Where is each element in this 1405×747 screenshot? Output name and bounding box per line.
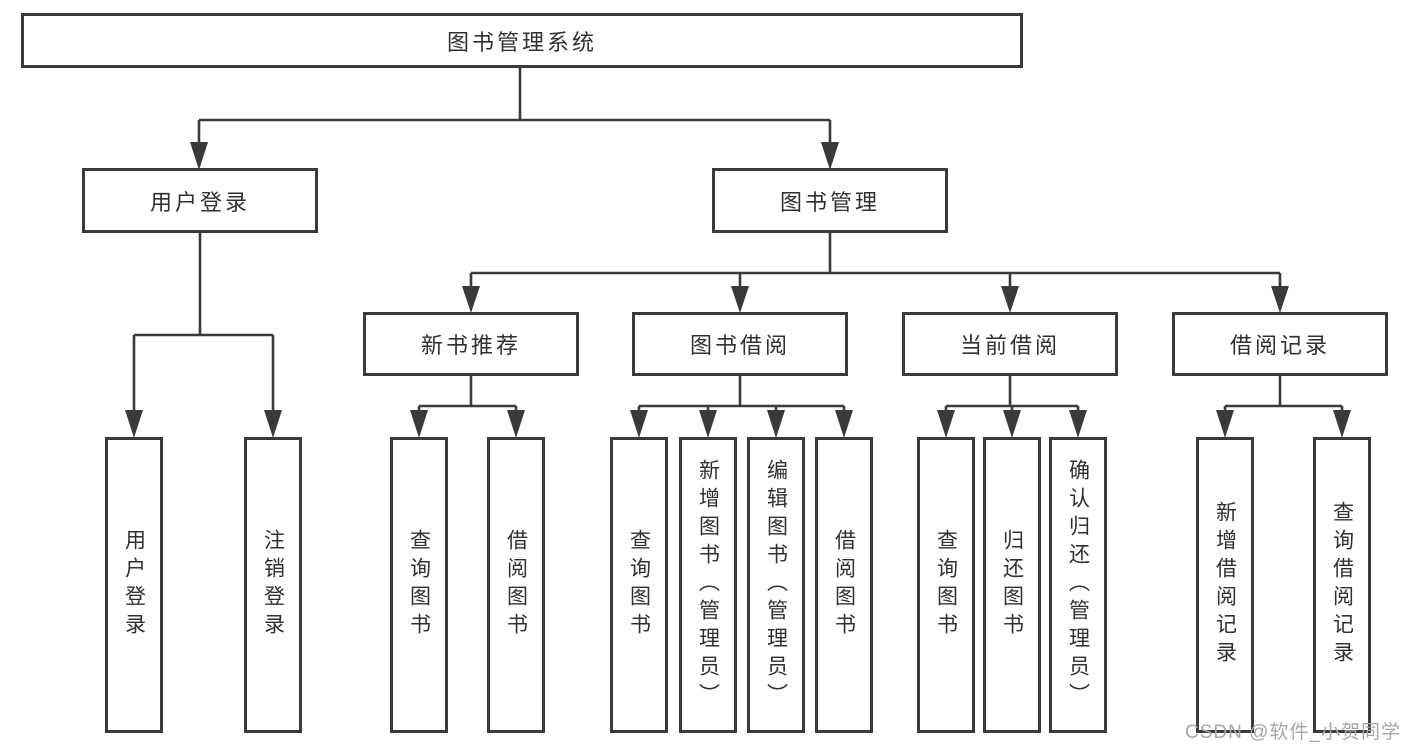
node-user-login: 用户登录 <box>82 168 318 233</box>
csdn-watermark: CSDN @软件_小贺同学 <box>1185 722 1401 743</box>
arrow-down-icon <box>462 286 480 313</box>
leaf-logout: 注销登录 <box>244 437 302 733</box>
leaf-return-books: 归还图书 <box>983 437 1041 733</box>
node-label: 当前借阅 <box>959 333 1060 358</box>
leaf-label: 确认归还（管理员） <box>1066 459 1090 711</box>
leaf-label: 查询图书 <box>934 529 958 641</box>
node-label: 图书借阅 <box>689 333 790 358</box>
leaf-label: 归还图书 <box>1000 529 1024 641</box>
arrow-down-icon <box>937 410 955 438</box>
arrow-down-icon <box>507 410 525 438</box>
node-label: 图书管理系统 <box>446 29 597 55</box>
leaf-label: 新增图书（管理员） <box>696 459 720 711</box>
node-new-book-recommend: 新书推荐 <box>363 312 579 376</box>
arrow-down-icon <box>699 410 717 438</box>
arrow-down-icon <box>1069 410 1087 438</box>
leaf-label: 编辑图书（管理员） <box>764 459 788 711</box>
leaf-edit-books-admin: 编辑图书（管理员） <box>747 437 805 733</box>
arrow-down-icon <box>1271 286 1289 313</box>
leaf-add-books-admin: 新增图书（管理员） <box>679 437 737 733</box>
leaf-query-borrow-record: 查询借阅记录 <box>1313 437 1371 733</box>
arrow-down-icon <box>190 142 208 170</box>
node-label: 借阅记录 <box>1229 333 1330 358</box>
node-book-borrow: 图书借阅 <box>632 312 848 376</box>
leaf-label: 查询借阅记录 <box>1330 501 1354 669</box>
arrow-down-icon <box>1333 410 1351 438</box>
leaf-label: 查询图书 <box>407 529 431 641</box>
node-label: 用户登录 <box>149 189 250 215</box>
node-borrow-records: 借阅记录 <box>1172 312 1388 376</box>
leaf-user-login: 用户登录 <box>105 437 163 733</box>
arrow-down-icon <box>410 410 428 438</box>
leaf-query-books: 查询图书 <box>390 437 448 733</box>
leaf-query-books: 查询图书 <box>610 437 668 733</box>
arrow-down-icon <box>767 410 785 438</box>
arrow-down-icon <box>125 410 143 438</box>
arrow-down-icon <box>1216 410 1234 438</box>
leaf-label: 用户登录 <box>122 529 146 641</box>
node-current-borrow: 当前借阅 <box>902 312 1118 376</box>
leaf-label: 注销登录 <box>261 529 285 641</box>
arrow-down-icon <box>821 142 839 170</box>
node-library-management-system: 图书管理系统 <box>21 13 1023 68</box>
leaf-borrow-books: 借阅图书 <box>815 437 873 733</box>
leaf-query-books: 查询图书 <box>917 437 975 733</box>
node-label: 图书管理 <box>779 189 880 215</box>
arrow-down-icon <box>1001 286 1019 313</box>
leaf-label: 新增借阅记录 <box>1213 501 1237 669</box>
leaf-label: 借阅图书 <box>832 529 856 641</box>
arrow-icons <box>125 142 1351 438</box>
node-book-management: 图书管理 <box>712 168 948 233</box>
connector-elbows <box>132 67 1344 416</box>
arrow-down-icon <box>630 410 648 438</box>
leaf-label: 借阅图书 <box>504 529 528 641</box>
arrow-down-icon <box>264 410 282 438</box>
node-label: 新书推荐 <box>420 333 521 358</box>
leaf-label: 查询图书 <box>627 529 651 641</box>
arrow-down-icon <box>835 410 853 438</box>
leaf-confirm-return-admin: 确认归还（管理员） <box>1049 437 1107 733</box>
arrow-down-icon <box>1003 410 1021 438</box>
leaf-borrow-books: 借阅图书 <box>487 437 545 733</box>
arrow-down-icon <box>731 286 749 313</box>
leaf-add-borrow-record: 新增借阅记录 <box>1196 437 1254 733</box>
